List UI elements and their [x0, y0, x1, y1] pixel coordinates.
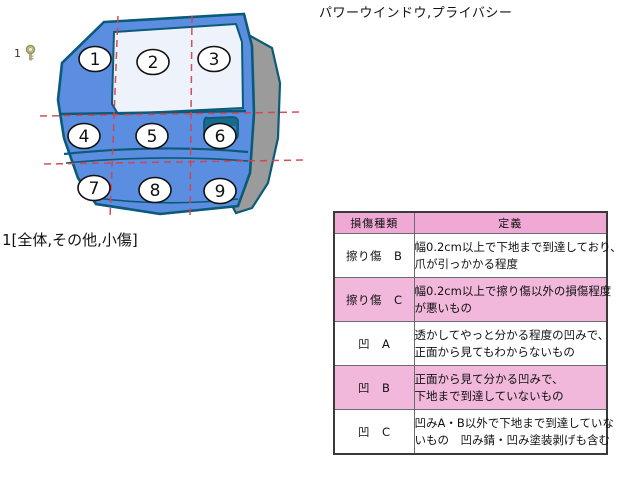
- key-marker-icon: [25, 44, 36, 61]
- zone-marker-9: 9: [203, 177, 237, 205]
- definition-line: 凹みA・B以外で下地まで到達していな: [414, 416, 614, 431]
- damage-definition-table: 損傷種類 定義 擦り傷 B 幅0.2cm以上で下地まで到達しており、 爪が引っか…: [333, 211, 622, 455]
- table-row: 凹 C 凹みA・B以外で下地まで到達していな いもの 凹み錆・凹み塗装剥げも含む: [333, 409, 614, 455]
- grid-line-h2: [43, 159, 307, 165]
- zone-label-5: 5: [147, 127, 158, 147]
- zone-marker-5: 5: [135, 122, 169, 150]
- definition-line: 下地まで到達していないもの: [414, 388, 564, 403]
- zone-label-7: 7: [89, 179, 100, 199]
- marker-number-label: 1: [14, 46, 21, 60]
- body-crease-lower: [65, 157, 249, 164]
- table-row: 擦り傷 B 幅0.2cm以上で下地まで到達しており、 爪が引っかかる程度: [333, 232, 622, 279]
- zone-marker-2: 2: [136, 48, 170, 76]
- header-definition: 定義: [413, 211, 608, 234]
- zone-marker-4: 4: [67, 122, 101, 150]
- damage-definition-cell: 透かしてやっと分かる程度の凹みで、 正面から見てもわからないもの: [413, 321, 610, 367]
- photo-marker-group: 1: [14, 44, 37, 62]
- definition-line: 正面から見てもわからないもの: [414, 344, 575, 359]
- damage-definition-cell: 幅0.2cm以上で擦り傷以外の損傷程度 が悪いもの: [413, 277, 612, 323]
- zone-label-3: 3: [209, 50, 220, 70]
- zone-label-1: 1: [90, 50, 101, 70]
- damage-kind-cell: 擦り傷 B: [333, 232, 415, 279]
- zone-label-4: 4: [79, 127, 90, 147]
- table-row: 凹 B 正面から見て分かる凹みで、 下地まで到達していないもの: [333, 365, 608, 411]
- damage-kind-cell: 凹 C: [333, 409, 415, 455]
- top-annotation-text: パワーウインドウ,プライバシー: [319, 6, 513, 21]
- grid-line-h1: [40, 111, 303, 117]
- damage-kind-cell: 凹 A: [333, 321, 415, 367]
- definition-line: 透かしてやっと分かる程度の凹みで、: [414, 328, 610, 343]
- zone-marker-8: 8: [138, 176, 172, 204]
- damage-definition-cell: 凹みA・B以外で下地まで到達していな いもの 凹み錆・凹み塗装剥げも含む: [413, 409, 614, 455]
- definition-line: が悪いもの: [414, 300, 473, 315]
- damage-definition-cell: 正面から見て分かる凹みで、 下地まで到達していないもの: [413, 365, 608, 411]
- zone-label-6: 6: [215, 127, 226, 147]
- belt-line: [59, 109, 247, 116]
- door-illustration-svg: 1 2 3 4 5 6: [40, 12, 307, 219]
- definition-line: 爪が引っかかる程度: [414, 256, 519, 271]
- grid-line-v2: [189, 15, 193, 219]
- definition-line: 幅0.2cm以上で下地まで到達しており、: [414, 239, 622, 254]
- definition-line: 幅0.2cm以上で擦り傷以外の損傷程度: [414, 283, 612, 298]
- damage-definition-cell: 幅0.2cm以上で下地まで到達しており、 爪が引っかかる程度: [413, 232, 622, 279]
- definition-line: いもの 凹み錆・凹み塗装剥げも含む: [414, 432, 611, 447]
- damage-kind-cell: 擦り傷 C: [333, 277, 415, 323]
- table-header-row: 損傷種類 定義: [333, 211, 608, 234]
- diagram-caption: 1[全体,その他,小傷]: [2, 231, 138, 249]
- zone-marker-3: 3: [197, 45, 231, 73]
- body-crease-upper: [63, 147, 249, 156]
- zone-marker-7: 7: [77, 174, 111, 202]
- definition-line: 正面から見て分かる凹みで、: [414, 372, 564, 387]
- car-door-damage-zone-diagram: 1 2 3 4 5 6: [40, 8, 310, 223]
- header-damage-kind: 損傷種類: [333, 211, 415, 234]
- zone-label-8: 8: [150, 181, 161, 201]
- table-row: 擦り傷 C 幅0.2cm以上で擦り傷以外の損傷程度 が悪いもの: [333, 277, 612, 323]
- zone-marker-6: 6: [203, 122, 237, 150]
- zone-marker-1: 1: [78, 45, 112, 73]
- damage-kind-cell: 凹 B: [333, 365, 415, 411]
- zone-label-2: 2: [148, 53, 159, 73]
- grid-line-v1: [109, 15, 119, 219]
- table-row: 凹 A 透かしてやっと分かる程度の凹みで、 正面から見てもわからないもの: [333, 321, 610, 367]
- zone-label-9: 9: [215, 182, 226, 202]
